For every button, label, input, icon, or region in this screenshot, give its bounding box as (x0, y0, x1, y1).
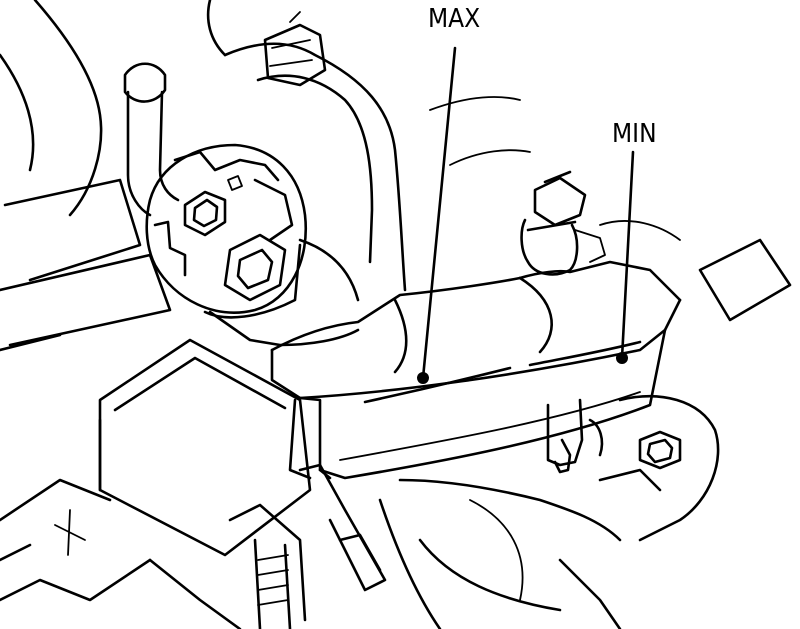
min-level-line (528, 340, 642, 367)
hose-clamp (263, 23, 327, 87)
upper-hose (223, 11, 407, 292)
reservoir-cap (145, 143, 308, 314)
bolt-head (638, 430, 682, 470)
min-leader-line (620, 150, 635, 360)
max-leader-line (421, 46, 457, 380)
lower-engine-parts (0, 338, 622, 629)
outlet-nozzle (520, 170, 606, 276)
reservoir-tank (270, 260, 682, 480)
cap-hex-center (183, 190, 227, 237)
max-callout: MAX (417, 4, 480, 384)
mounting-bracket (546, 394, 720, 542)
engine-bay-background (0, 0, 792, 352)
min-label: MIN (612, 119, 657, 149)
min-callout: MIN (612, 119, 657, 364)
max-marker-dot (417, 372, 429, 384)
max-label: MAX (428, 4, 480, 34)
min-marker-dot (616, 352, 628, 364)
max-level-line (363, 366, 512, 404)
